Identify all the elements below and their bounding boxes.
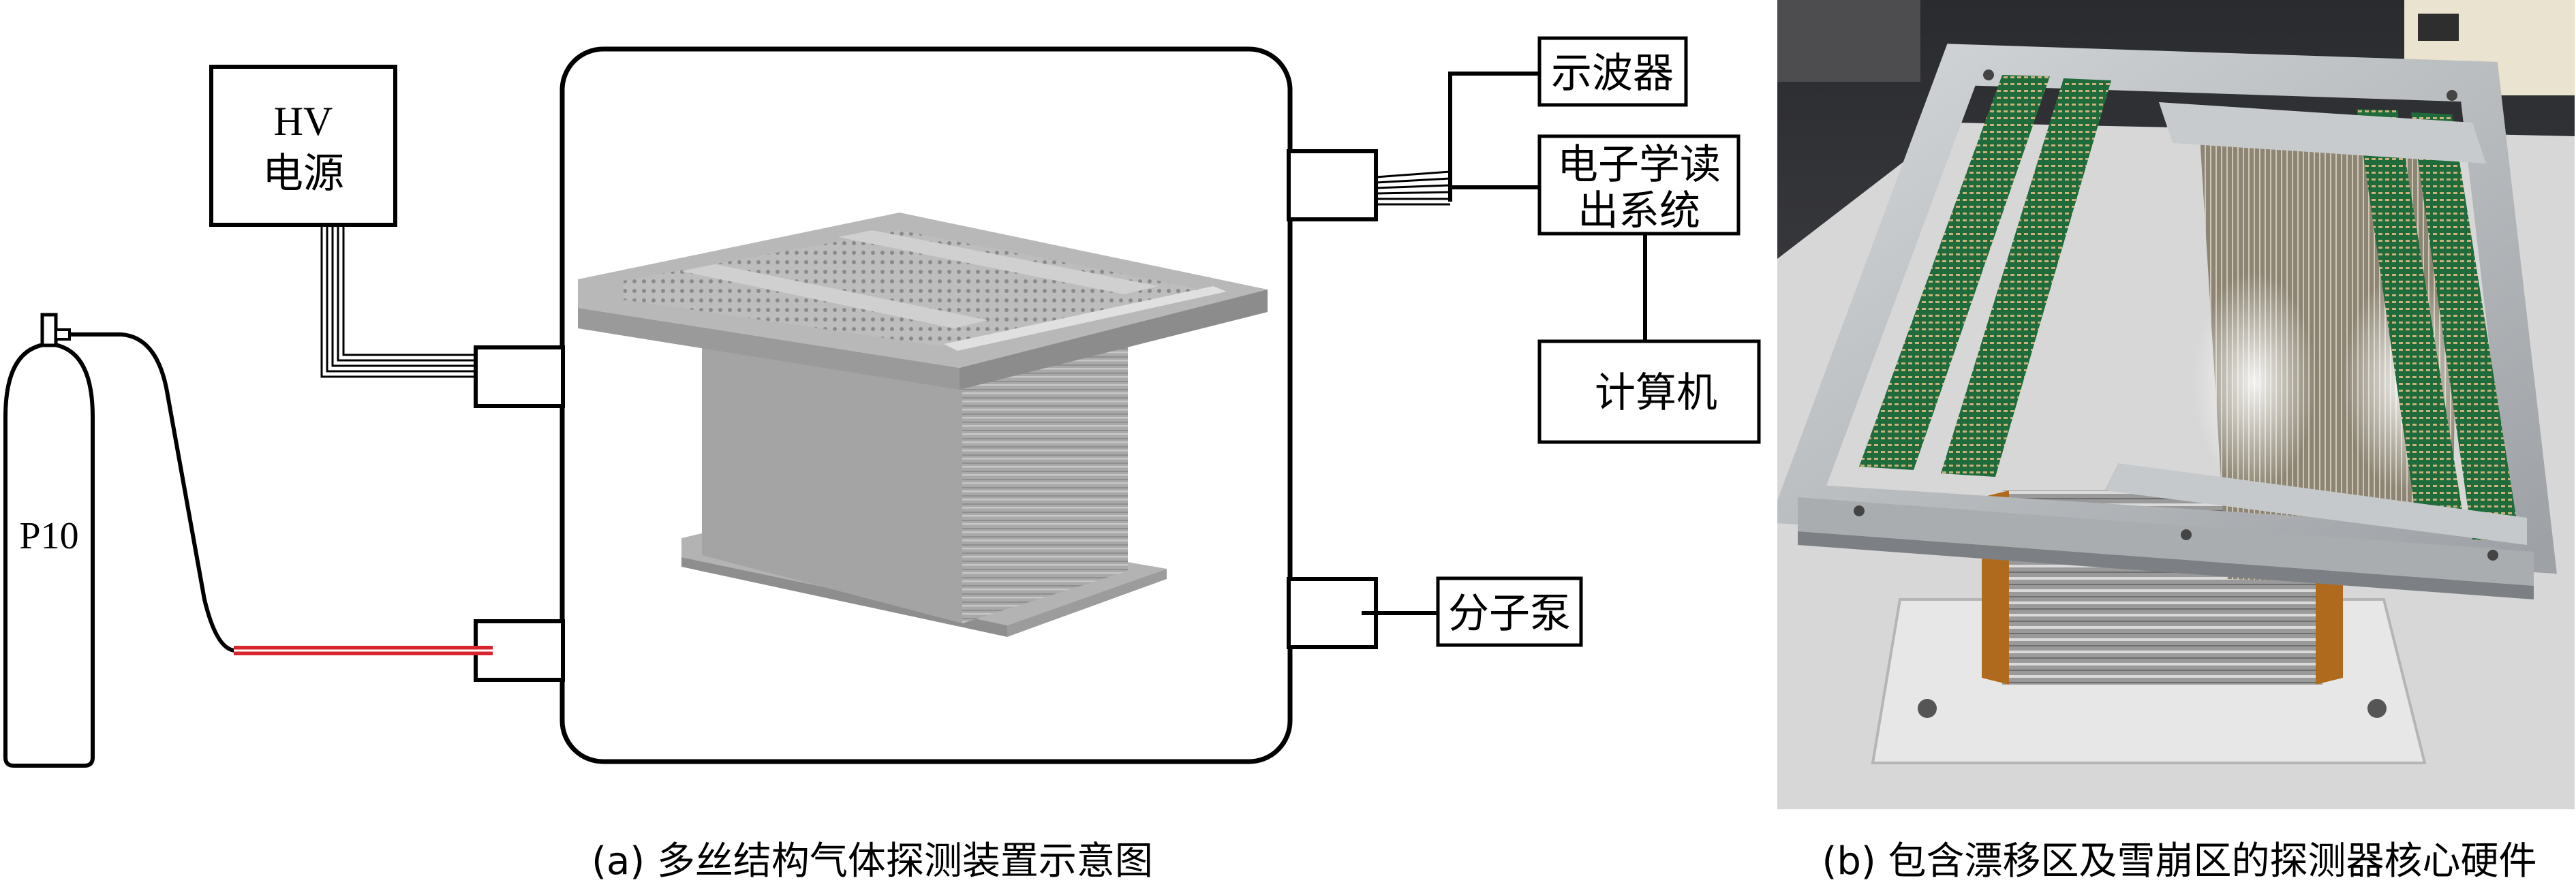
caption-a: (a) 多丝结构气体探测装置示意图 bbox=[592, 839, 1153, 884]
readout-port bbox=[1287, 149, 1378, 221]
hv-port bbox=[474, 345, 565, 408]
computer-label: 计算机 bbox=[1595, 369, 1717, 417]
gas-pipe-red bbox=[234, 646, 493, 655]
electronics-label-line2: 出系统 bbox=[1578, 187, 1700, 235]
electronics-readout-box: 电子学读 出系统 bbox=[1537, 134, 1741, 236]
hv-cable-bundle bbox=[320, 225, 477, 378]
detector-photo bbox=[1777, 0, 2575, 809]
pump-label: 分子泵 bbox=[1448, 590, 1571, 638]
pump-port bbox=[1287, 577, 1378, 649]
gas-label: P10 bbox=[19, 515, 78, 557]
readout-wiring bbox=[1448, 72, 1647, 343]
computer-box: 计算机 bbox=[1537, 339, 1761, 444]
electronics-label-line1: 电子学读 bbox=[1557, 141, 1721, 189]
hv-power-supply: HV 电源 bbox=[209, 65, 397, 227]
gas-hose bbox=[70, 332, 236, 653]
caption-b: (b) 包含漂移区及雪崩区的探测器核心硬件 bbox=[1822, 839, 2536, 884]
molecular-pump-box: 分子泵 bbox=[1436, 576, 1583, 647]
panel-a-schematic: HV 电源 bbox=[3, 36, 1761, 884]
hv-label-line2: 电源 bbox=[262, 150, 344, 198]
hv-label-line1: HV bbox=[274, 99, 333, 144]
oscilloscope-box: 示波器 bbox=[1537, 36, 1688, 107]
panel-b-photo: (b) 包含漂移区及雪崩区的探测器核心硬件 bbox=[1777, 0, 2575, 884]
detector-model bbox=[578, 213, 1268, 637]
gas-cylinder: P10 bbox=[3, 313, 95, 768]
readout-cables bbox=[1375, 170, 1451, 206]
oscilloscope-label: 示波器 bbox=[1551, 50, 1674, 97]
